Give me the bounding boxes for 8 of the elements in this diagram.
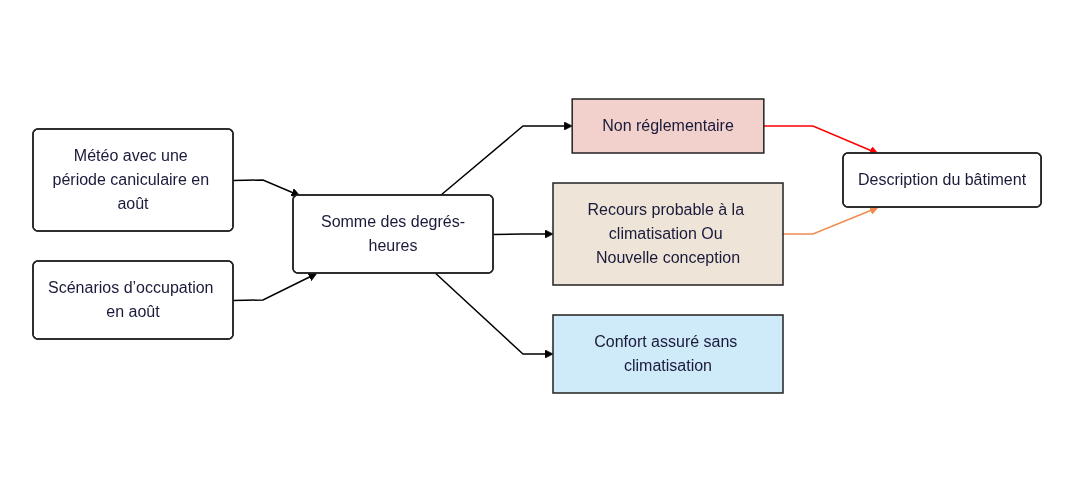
arrow: [232, 179, 300, 197]
arrow: [782, 206, 879, 235]
arrow: [763, 125, 879, 155]
arrow: [232, 273, 318, 302]
arrow: [439, 121, 573, 197]
node-box: Non réglementaire: [571, 98, 765, 154]
node-box: Recours probable à la climatisation Ou Nouvelle conception: [552, 182, 784, 286]
node-box: Confort assuré sans climatisation: [552, 314, 784, 394]
